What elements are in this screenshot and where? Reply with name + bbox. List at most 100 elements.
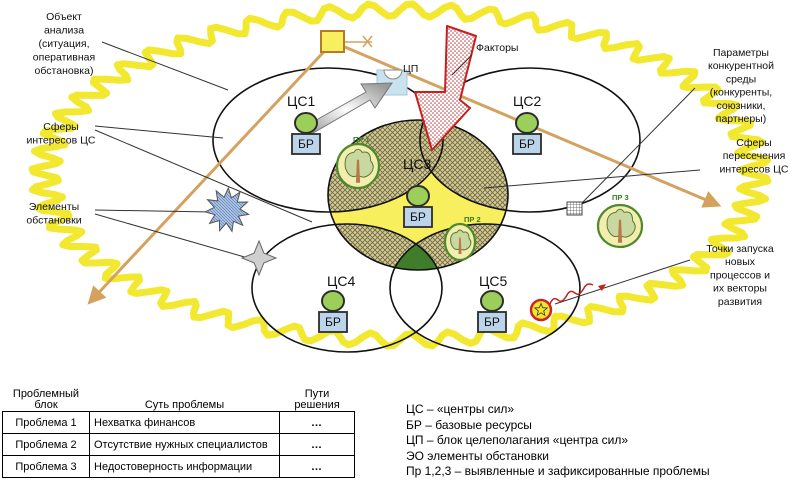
label-line: оперативная xyxy=(33,52,95,64)
factors-arrow xyxy=(414,25,477,151)
cell-solution: … xyxy=(279,433,355,456)
situation-element-burst xyxy=(203,186,250,233)
label-line: интересов ЦС xyxy=(720,163,789,175)
vector-arrow-left xyxy=(87,40,335,305)
label-line: Точки запуска xyxy=(706,243,774,255)
label-line: Параметры xyxy=(713,47,769,59)
problem-2-label: ПР 2 xyxy=(464,215,481,224)
label-line: (конкуренты, xyxy=(710,87,772,99)
cell-solution: … xyxy=(279,455,355,478)
cs2-label: ЦС2 xyxy=(513,93,541,109)
header-block: Проблемный блок xyxy=(12,388,80,411)
problem-1-ring xyxy=(335,142,381,190)
base-resources-box xyxy=(291,133,321,155)
tree-icon xyxy=(450,229,472,254)
intersection-regions xyxy=(328,120,508,270)
cell-block: Проблема 2 xyxy=(2,433,90,456)
cross-icon xyxy=(362,35,373,48)
development-vector xyxy=(549,283,594,305)
cs4-actor: БР xyxy=(318,290,348,333)
cs5-sphere xyxy=(389,223,581,353)
legend: ЦС – «центры сил» БР – базовые ресурсы Ц… xyxy=(406,402,710,480)
cs2-sphere xyxy=(419,67,641,213)
base-resources-label: БР xyxy=(325,315,341,329)
table-row: Проблема 1 Нехватка финансов … xyxy=(2,411,355,434)
table-row: Проблема 2 Отсутствие нужных специалисто… xyxy=(2,433,355,456)
problem-2-ring xyxy=(443,222,477,262)
base-resources-box xyxy=(403,206,433,228)
label-line: среды xyxy=(726,73,756,85)
cs4-label: ЦС4 xyxy=(327,273,355,289)
person-icon xyxy=(406,185,430,207)
cs3-sphere xyxy=(327,119,509,271)
cell-block: Проблема 1 xyxy=(2,411,90,434)
base-resources-label: БР xyxy=(298,137,314,151)
cp-label: ЦП xyxy=(403,63,418,75)
person-icon xyxy=(515,112,539,134)
label-line: Объект xyxy=(46,11,82,23)
base-resources-label: БР xyxy=(484,315,500,329)
problem-3-label: ПР 3 xyxy=(612,193,629,202)
tree-icon xyxy=(606,208,636,243)
analysis-object-cloud xyxy=(28,0,772,350)
base-resources-box xyxy=(512,133,542,155)
person-icon xyxy=(480,290,504,312)
header-essence: Суть проблемы xyxy=(144,399,225,411)
cs4-sphere xyxy=(251,223,443,353)
cs2-actor: БР xyxy=(512,112,542,155)
label-line: новых xyxy=(725,256,756,268)
base-resources-label: БР xyxy=(519,137,535,151)
cell-block: Проблема 3 xyxy=(2,455,90,478)
label-line: анализа xyxy=(44,25,84,37)
label-line: Сферы xyxy=(736,137,771,149)
launch-point-star-icon xyxy=(533,302,549,317)
cs1-label: ЦС1 xyxy=(287,93,315,109)
legend-item: ЭО элементы обстановки xyxy=(406,448,549,463)
label-line: процессов и xyxy=(710,269,770,281)
label-line: пересечения xyxy=(723,150,786,162)
development-vector-tip xyxy=(598,284,606,291)
person-icon xyxy=(321,290,345,312)
label-line: их векторы xyxy=(713,283,767,295)
situation-element-star xyxy=(240,239,278,277)
cs5-actor: БР xyxy=(477,290,507,333)
label-line: партнеры) xyxy=(716,113,766,125)
base-resources-label: БР xyxy=(410,210,426,224)
cell-essence: Нехватка финансов xyxy=(89,411,280,434)
label-line: обстановки xyxy=(26,215,81,227)
tree-icon xyxy=(344,148,374,183)
base-resources-box xyxy=(477,311,507,333)
cs1-sphere xyxy=(212,67,444,213)
label-line: (ситуация, xyxy=(39,38,90,50)
label-line: интересов ЦС xyxy=(27,135,96,147)
base-resources-box xyxy=(318,311,348,333)
object-square-icon xyxy=(320,30,345,53)
label-object: Объект анализа(ситуация, оперативнаяобстан… xyxy=(33,11,95,77)
table-row: Проблема 3 Недостоверность информации … xyxy=(2,455,355,478)
cell-solution: … xyxy=(279,411,355,434)
cell-essence: Недостоверность информации xyxy=(89,455,280,478)
label-line: развития xyxy=(718,296,762,308)
label-line: Сферы xyxy=(43,121,78,133)
leader-lines xyxy=(94,41,701,305)
legend-item: БР – базовые ресурсы xyxy=(406,417,532,432)
label-line: обстановка) xyxy=(35,65,94,77)
cell-essence: Отсутствие нужных специалистов xyxy=(89,433,280,456)
label-line: конкурентной xyxy=(708,60,774,72)
grid-element-icon xyxy=(566,201,583,216)
label-line: союзники, xyxy=(717,100,766,112)
person-icon xyxy=(294,112,318,134)
problem-3-ring xyxy=(596,203,644,249)
legend-item: ЦП – блок целеполагания «центра сил» xyxy=(406,433,629,447)
goal-setting-arrow xyxy=(301,82,393,137)
cs3-actor: БР xyxy=(403,185,433,228)
legend-item: ЦС – «центры сил» xyxy=(406,402,515,416)
label-spheres: Сферы интересов ЦС xyxy=(27,121,96,147)
cs5-label: ЦС5 xyxy=(479,273,507,289)
label-factors: Факторы xyxy=(476,42,518,54)
